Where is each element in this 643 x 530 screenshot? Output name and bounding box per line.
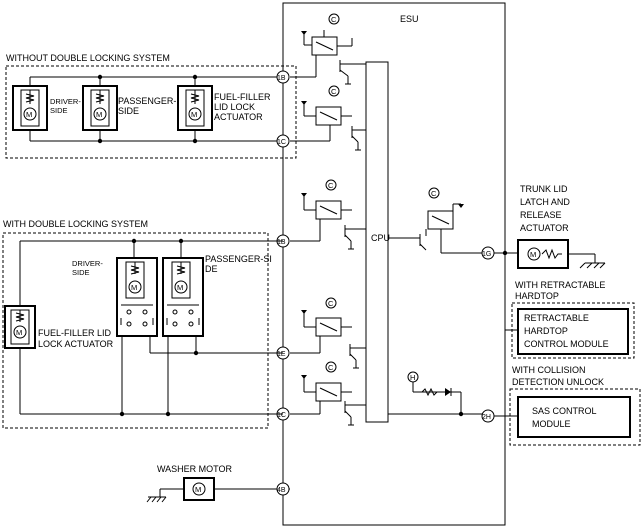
- motor-symbol: M: [131, 283, 137, 292]
- pin-2h: 2H: [482, 414, 491, 421]
- motor-symbol: M: [26, 110, 32, 119]
- relay-marker-4: C: [328, 299, 334, 308]
- washer-label: WASHER MOTOR: [157, 464, 233, 474]
- driver-actuator-dls: M: [116, 257, 158, 337]
- pin-4b: 4B: [277, 487, 286, 494]
- pin-1b-mid: 1B: [277, 239, 286, 246]
- relay-marker-3: C: [328, 181, 334, 190]
- relay-3: [301, 179, 352, 220]
- label-passenger-dls-1: PASSENGER-SI: [205, 254, 272, 264]
- sas-module: [517, 396, 631, 438]
- relay-5: [301, 361, 352, 402]
- pin-1g: 1G: [482, 251, 491, 258]
- relay-marker-1: C: [331, 15, 337, 24]
- label-fuel-dls-1: FUEL-FILLER LID: [38, 328, 112, 338]
- group-title-without-dls: WITHOUT DOUBLE LOCKING SYSTEM: [6, 53, 170, 63]
- motor-symbol: M: [16, 328, 22, 337]
- collision-title-2: DETECTION UNLOCK: [512, 377, 604, 387]
- esu-label: ESU: [400, 14, 419, 24]
- pin-1e: 1E: [277, 351, 286, 358]
- relay-marker-5: C: [328, 363, 334, 372]
- relay-2: [301, 85, 352, 126]
- retractable-title-1: WITH RETRACTABLE: [515, 280, 605, 290]
- retractable-group-box: [511, 302, 635, 359]
- pin-1c-bot: 1C: [277, 412, 286, 419]
- h-marker: H: [410, 373, 415, 382]
- collision-title-1: WITH COLLISION: [512, 365, 586, 375]
- motor-symbol: M: [530, 250, 536, 259]
- passenger-actuator-dls: M: [162, 257, 204, 337]
- retractable-module-3: CONTROL MODULE: [524, 339, 609, 349]
- pin-1b-top: 1B: [277, 75, 286, 82]
- washer-motor: M: [183, 477, 215, 501]
- group-box-with-dls: [2, 232, 269, 429]
- relay-marker-6: C: [431, 189, 437, 198]
- retractable-title-2: HARDTOP: [515, 291, 559, 301]
- sas-module-2: MODULE: [532, 419, 571, 429]
- trunk-actuator: M: [517, 239, 569, 269]
- trunk-label-2: LATCH AND: [520, 197, 570, 207]
- driver-actuator-no-dls: M: [12, 85, 48, 131]
- trunk-label-4: ACTUATOR: [520, 223, 569, 233]
- trunk-label-3: RELEASE: [520, 210, 562, 220]
- label-driver-dls-1: DRIVER-: [72, 259, 103, 268]
- motor-symbol: M: [191, 110, 197, 119]
- fuel-filler-actuator-no-dls: M: [177, 85, 213, 131]
- relay-marker-2: C: [331, 87, 337, 96]
- retractable-module: [517, 308, 629, 355]
- collision-group-box: [509, 388, 641, 446]
- transistors: [339, 60, 427, 426]
- label-driver-dls-2: SIDE: [72, 268, 90, 277]
- retractable-module-1: RETRACTABLE: [524, 313, 589, 323]
- label-passenger-dls-2: DE: [205, 264, 218, 274]
- label-passenger-no-dls-2: SIDE: [118, 106, 139, 116]
- motor-symbol: M: [96, 110, 102, 119]
- fuel-filler-actuator-dls: M: [4, 305, 36, 349]
- label-driver-no-dls-1: DRIVER-: [50, 97, 81, 106]
- label-fuel-no-dls-3: ACTUATOR: [214, 112, 263, 122]
- relay-4: [301, 297, 352, 337]
- label-passenger-no-dls-1: PASSENGER-: [118, 96, 176, 106]
- label-fuel-dls-2: LOCK ACTUATOR: [38, 339, 114, 349]
- label-fuel-no-dls-2: LID LOCK: [214, 102, 255, 112]
- label-driver-no-dls-2: SIDE: [50, 106, 68, 115]
- group-box-without-dls: [5, 65, 297, 159]
- relay-6: [427, 187, 464, 230]
- esu-box: [282, 2, 506, 526]
- cpu-label: CPU: [371, 233, 390, 243]
- passenger-actuator-no-dls: M: [82, 85, 118, 131]
- motor-symbol: M: [195, 485, 201, 494]
- group-title-with-dls: WITH DOUBLE LOCKING SYSTEM: [3, 219, 148, 229]
- retractable-module-2: HARDTOP: [524, 326, 568, 336]
- motor-symbol: M: [177, 283, 183, 292]
- label-fuel-no-dls-1: FUEL-FILLER: [214, 92, 271, 102]
- cpu-box: [365, 61, 389, 423]
- trunk-label-1: TRUNK LID: [520, 184, 568, 194]
- pin-1c-top: 1C: [277, 139, 286, 146]
- sas-module-1: SAS CONTROL: [532, 406, 597, 416]
- relay-1: [301, 13, 353, 56]
